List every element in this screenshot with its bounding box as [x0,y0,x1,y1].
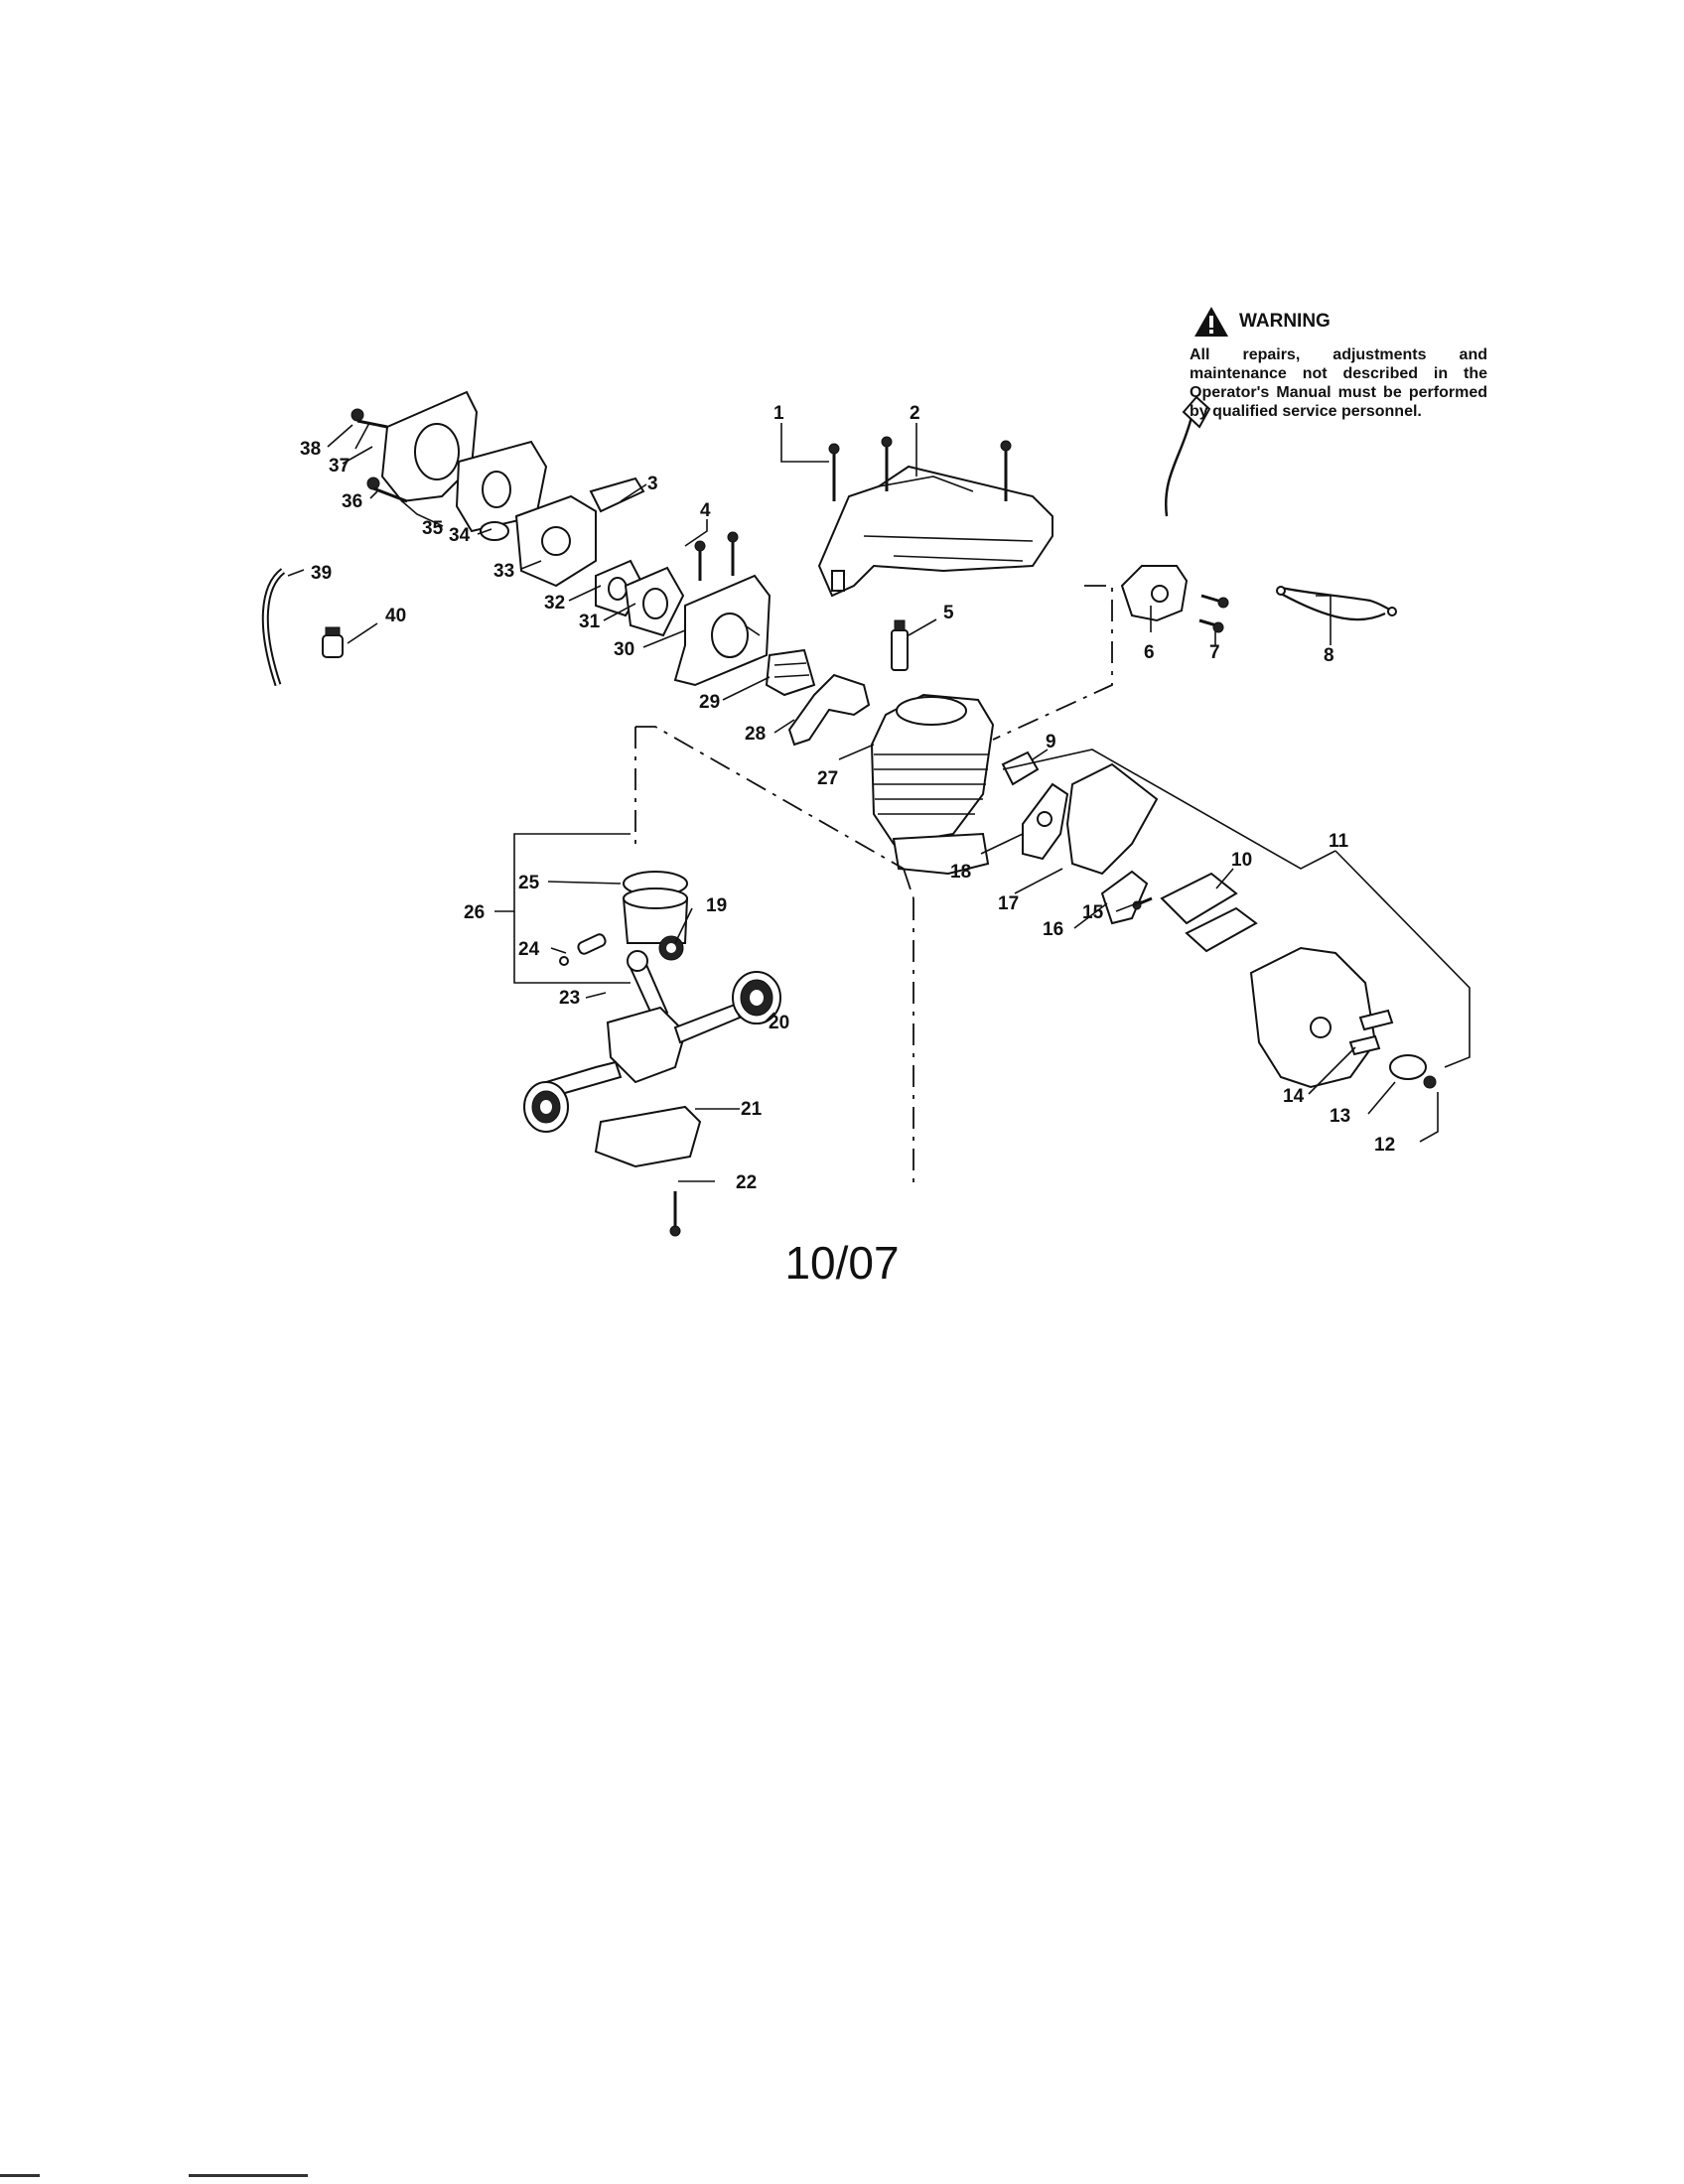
leader-lines [287,423,1471,1182]
callout-38: 38 [300,439,321,460]
carburetor-group [261,390,772,687]
scan-artifact [189,2174,308,2177]
callout-26: 26 [464,902,485,923]
muffler-group [1022,762,1437,1089]
callout-10: 10 [1231,850,1252,871]
callout-30: 30 [614,639,634,660]
callout-34: 34 [449,525,471,546]
callout-9: 9 [1046,732,1056,752]
top-cover-group [817,436,1053,598]
warning-title: WARNING [1239,311,1331,332]
assembly-lines [634,585,1113,1186]
callout-39: 39 [311,563,332,584]
revision-date: 10/07 [784,1237,900,1289]
callout-5: 5 [943,603,954,623]
callout-29: 29 [699,692,720,713]
callout-28: 28 [745,724,766,745]
callout-40: 40 [385,606,406,626]
callout-4: 4 [700,500,711,521]
callout-6: 6 [1144,642,1155,663]
warning-triangle-icon [1194,307,1228,337]
cylinder-group [765,619,1040,876]
callout-14: 14 [1283,1086,1305,1107]
callout-17: 17 [998,893,1019,914]
callout-2: 2 [910,403,920,424]
callout-21: 21 [741,1099,763,1120]
warning-notice: WARNING All repairs, adjustments and mai… [1190,306,1487,421]
callout-20: 20 [769,1013,789,1033]
callout-24: 24 [518,939,540,960]
callout-22: 22 [736,1172,757,1193]
callout-18: 18 [950,862,971,883]
callout-1: 1 [773,403,784,424]
callout-13: 13 [1330,1106,1350,1127]
callout-11: 11 [1329,831,1349,852]
callout-8: 8 [1324,645,1334,666]
callout-labels: 1 2 3 4 5 6 7 8 9 10 11 12 13 14 15 16 1… [300,403,1395,1193]
warning-header: WARNING [1193,306,1487,338]
callout-23: 23 [559,988,580,1009]
callout-7: 7 [1209,642,1220,663]
callout-3: 3 [647,474,658,494]
callout-33: 33 [493,561,514,582]
ignition-group [1120,395,1397,633]
scan-artifact [0,2174,40,2177]
callout-27: 27 [817,768,838,789]
callout-36: 36 [342,491,362,512]
callout-35: 35 [422,518,444,539]
callout-12: 12 [1374,1135,1395,1156]
crankshaft-group [523,871,781,1237]
callout-15: 15 [1082,902,1104,923]
callout-32: 32 [544,593,565,614]
callout-25: 25 [518,873,540,893]
warning-text: All repairs, adjustments and maintenance… [1190,346,1487,420]
callout-37: 37 [329,456,350,477]
callout-31: 31 [579,612,601,632]
callout-16: 16 [1043,919,1063,940]
callout-19: 19 [706,895,727,916]
